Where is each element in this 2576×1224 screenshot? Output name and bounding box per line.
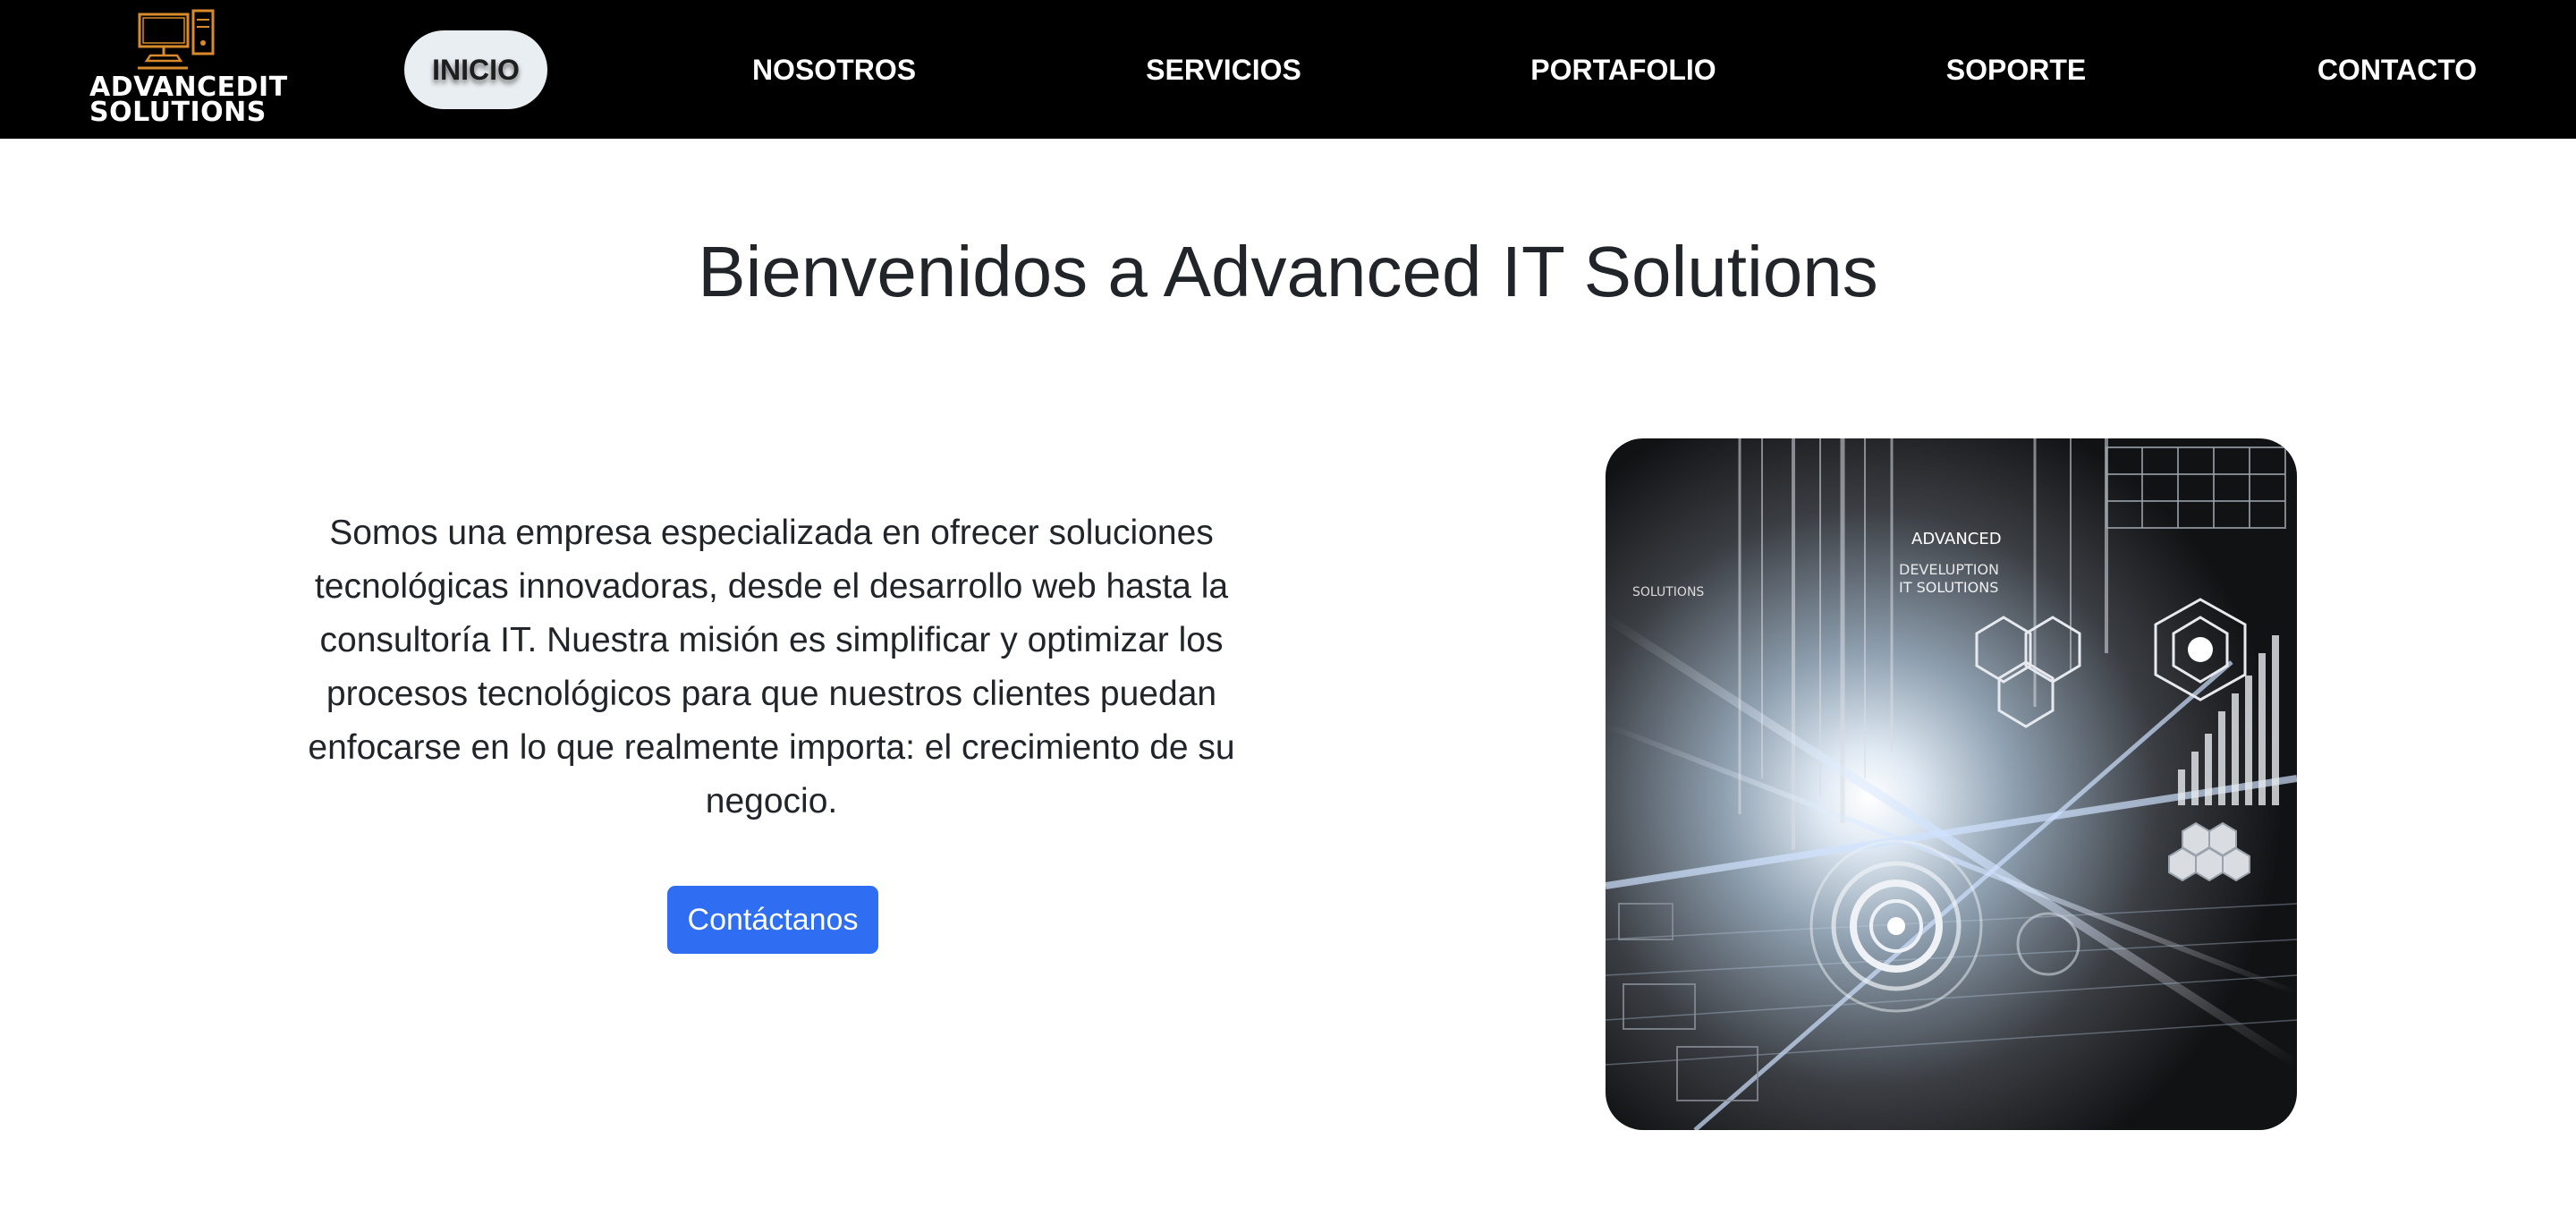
tech-illustration: ADVANCED DEVELUPTION IT SOLUTIONS SOLUTI… [1606, 438, 2297, 1130]
nav-item-nosotros[interactable]: NOSOTROS [751, 53, 917, 86]
nav-item-portafolio[interactable]: PORTAFOLIO [1530, 53, 1716, 86]
brand-name: ADVANCEDIT SOLUTIONS [89, 72, 288, 128]
image-text-advanced: ADVANCED [1911, 530, 2002, 548]
image-text-it-solutions: IT SOLUTIONS [1899, 579, 1998, 596]
brand-line-1: ADVANCEDIT [89, 72, 288, 103]
nav-item-servicios[interactable]: SERVICIOS [1146, 53, 1301, 86]
contact-button[interactable]: Contáctanos [667, 886, 878, 954]
image-text-develuption: DEVELUPTION [1899, 561, 1999, 578]
image-text-solutions: SOLUTIONS [1632, 585, 1704, 599]
nav-item-contacto[interactable]: CONTACTO [2317, 53, 2478, 86]
hero-title: Bienvenidos a Advanced IT Solutions [698, 232, 1878, 311]
computer-desktop-icon [138, 9, 215, 70]
nav-item-soporte[interactable]: SOPORTE [1945, 53, 2087, 86]
nav-item-inicio[interactable]: INICIO [404, 30, 547, 109]
hero-image: ADVANCED DEVELUPTION IT SOLUTIONS SOLUTI… [1606, 438, 2297, 1130]
brand-line-2: SOLUTIONS [89, 97, 267, 128]
brand-logo-link[interactable]: ADVANCEDIT SOLUTIONS [89, 9, 288, 130]
hero-description: Somos una empresa especializada en ofrec… [308, 514, 1235, 820]
navbar: ADVANCEDIT SOLUTIONS INICIO NOSOTROS SER… [0, 0, 2576, 139]
